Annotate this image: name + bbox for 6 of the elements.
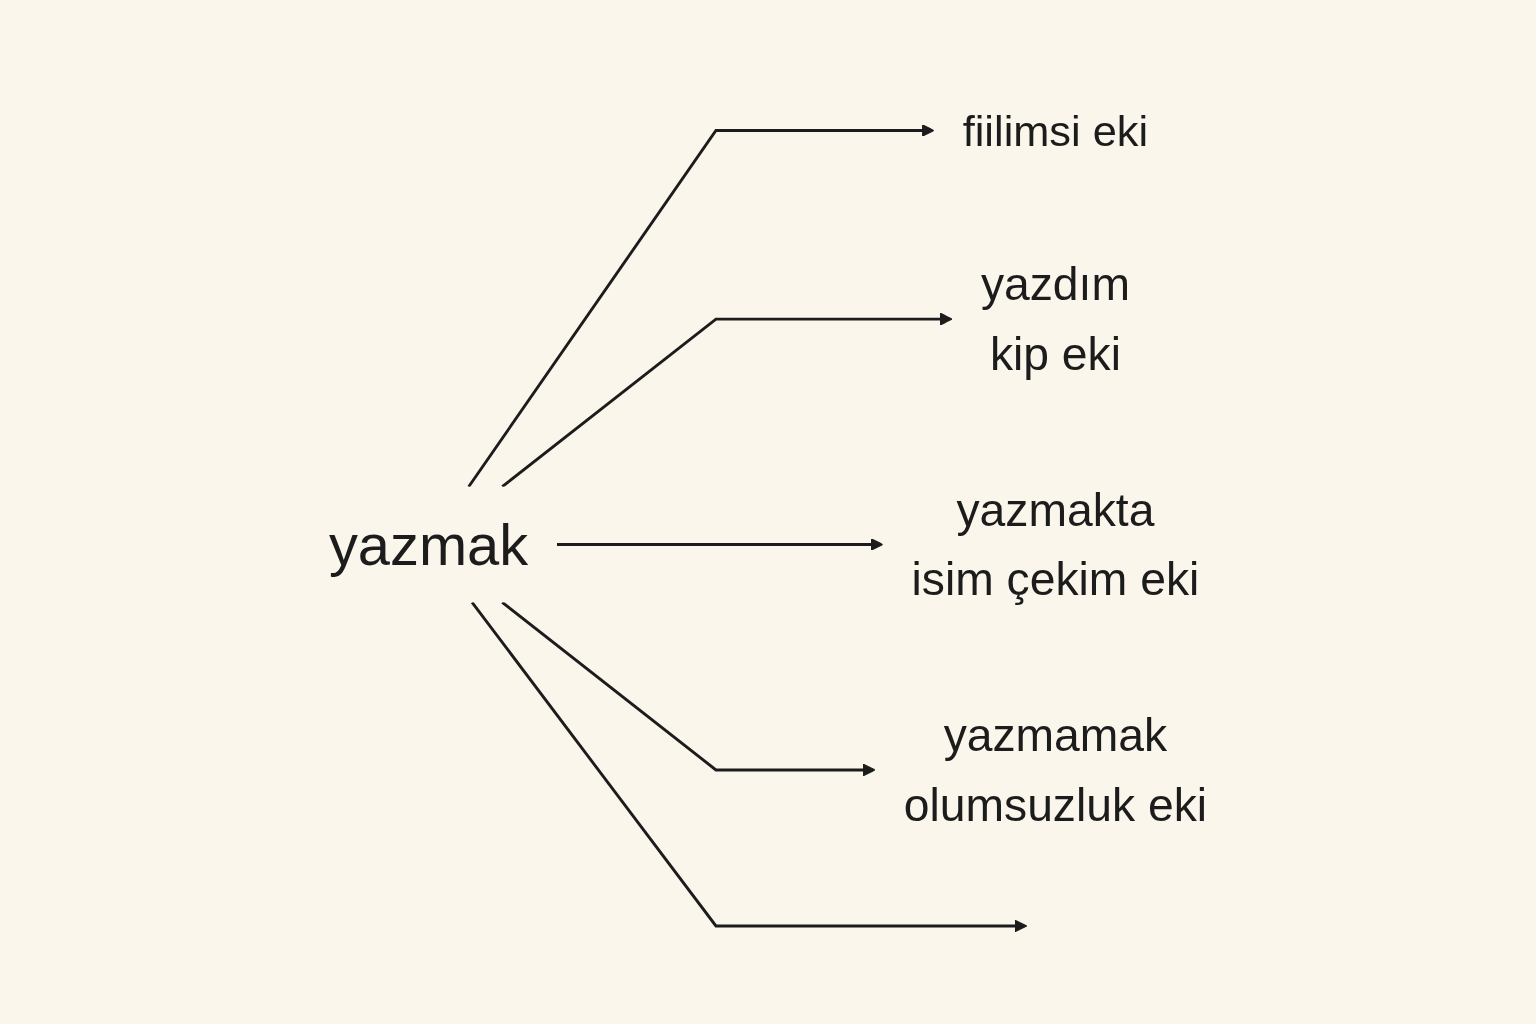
arrow — [501, 312, 953, 488]
word-label: yazdım kip eki — [952, 235, 1159, 403]
arrow — [501, 601, 876, 777]
arrow — [467, 124, 935, 488]
arrow — [557, 538, 884, 551]
arrow — [470, 601, 1028, 933]
